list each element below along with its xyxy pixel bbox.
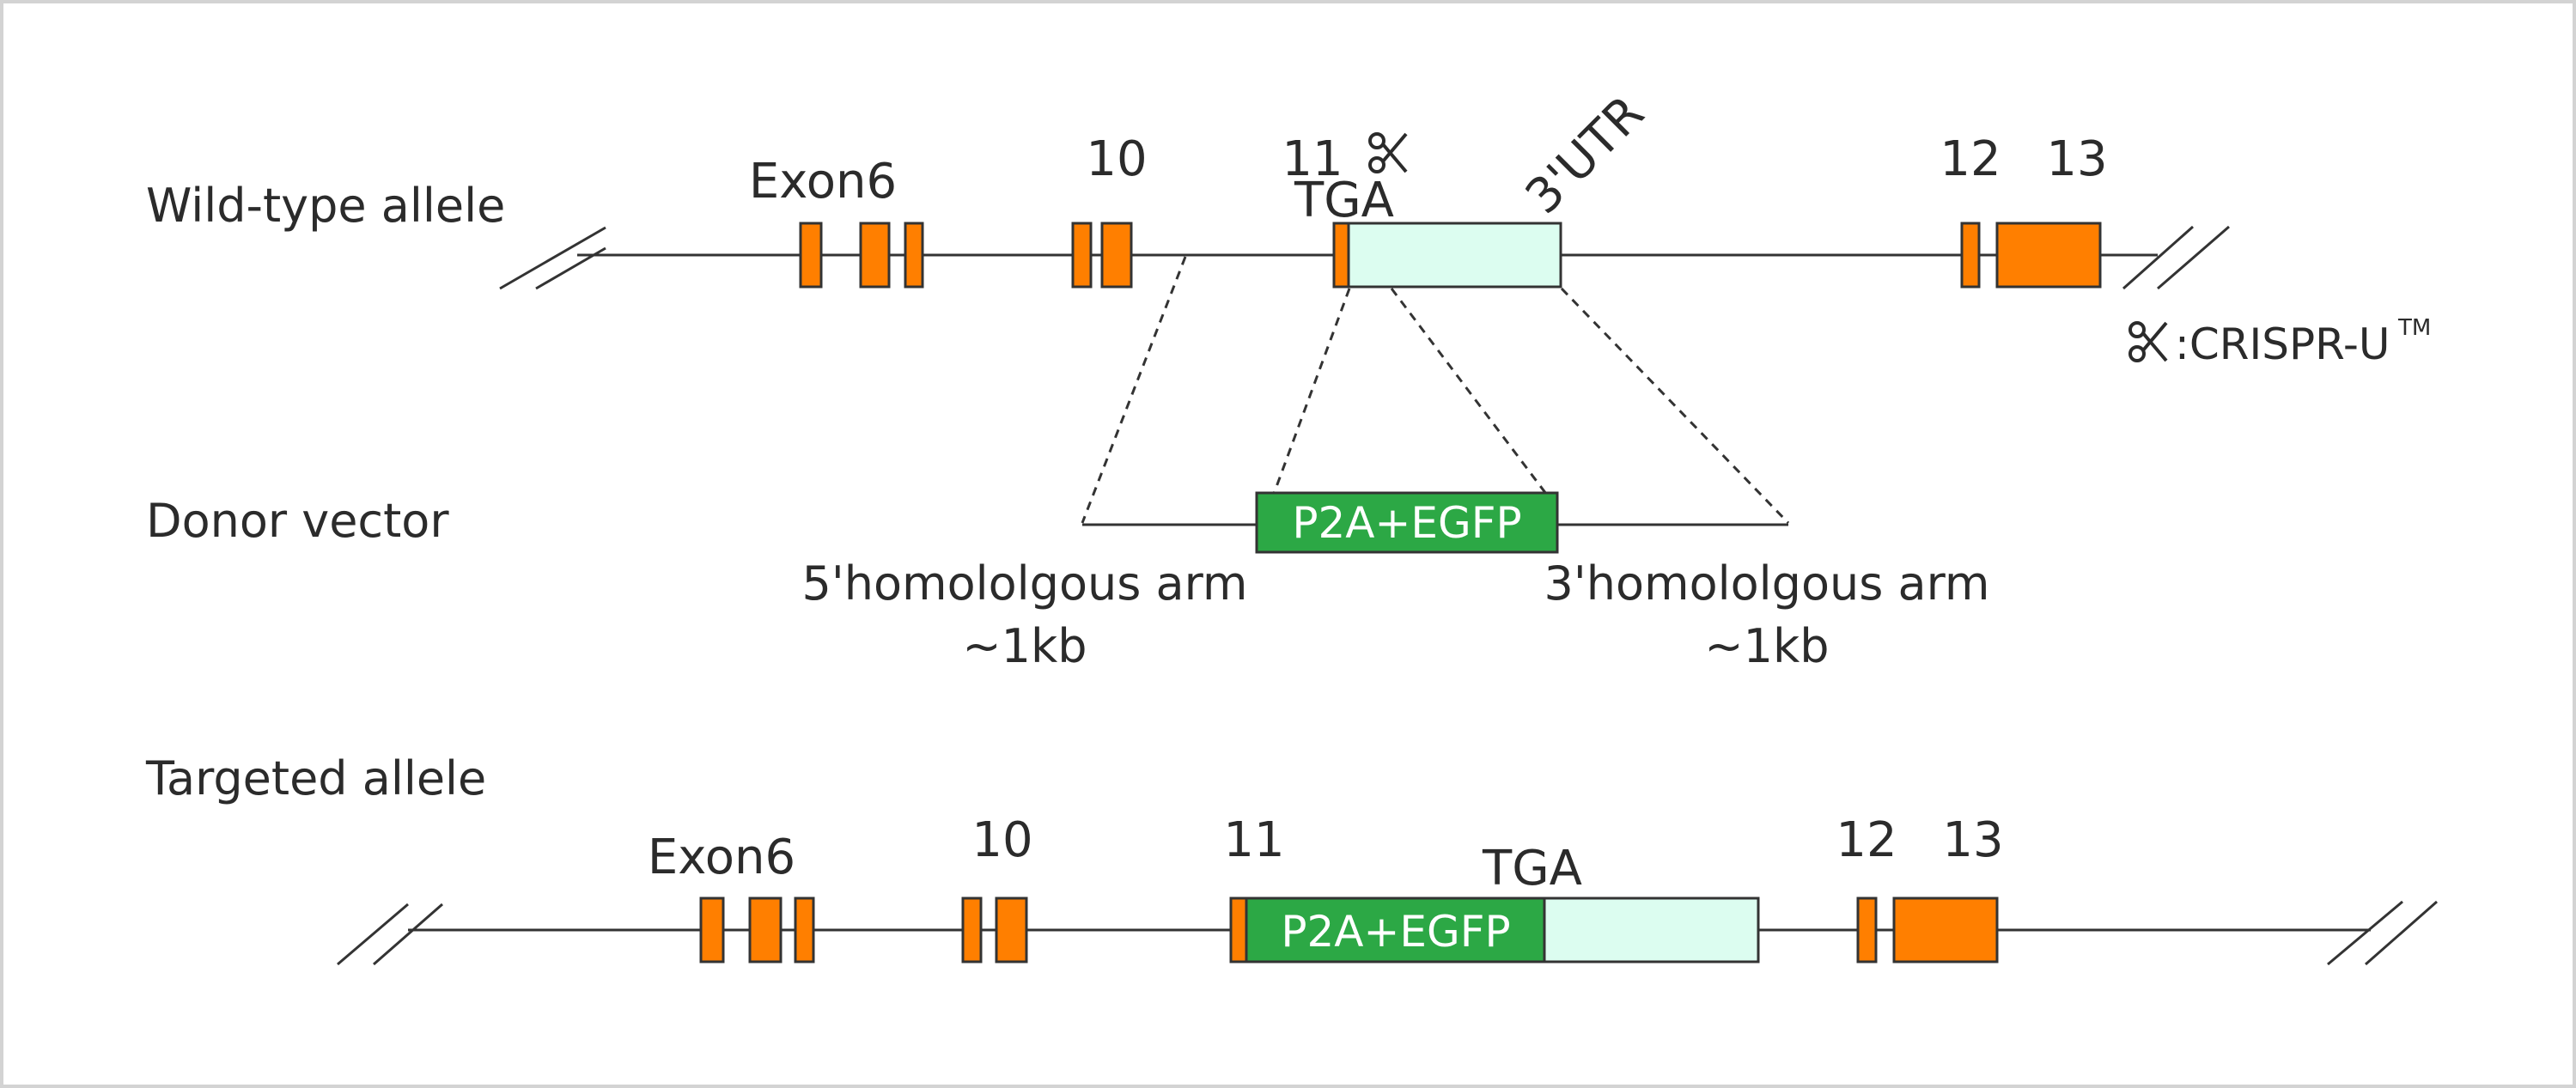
exon-12 [1960, 222, 1981, 289]
three-prime-arm-label: 3'homololgous arm [1544, 556, 1990, 611]
wildtype-allele-title: Wild-type allele [146, 179, 505, 233]
exon13-label: 13 [1942, 812, 2003, 868]
stop-codon-label: TGA [1294, 173, 1394, 228]
donor-vector-title: Donor vector [146, 494, 449, 548]
three-prime-arm-size: ~1kb [1704, 619, 1829, 673]
wildtype-allele: Exon6 10 11 TGA 3'UTR 12 13 [499, 85, 2230, 290]
exon12-label: 12 [1836, 812, 1897, 868]
exon-13 [1892, 897, 1999, 963]
exon6-label: Exon6 [749, 154, 897, 210]
exon-8 [794, 897, 815, 963]
exon-7 [748, 897, 783, 963]
guide-5arm-inner [1272, 288, 1351, 495]
scissors-icon [2128, 321, 2168, 362]
targeted-insert [1245, 897, 1546, 963]
legend-trademark: TM [2397, 315, 2431, 341]
break-mark-right [2365, 900, 2438, 966]
exon-10 [995, 897, 1028, 963]
targeted-allele-title: Targeted allele [145, 751, 486, 805]
five-prime-arm-size: ~1kb [962, 619, 1087, 673]
targeted-allele: P2A+EGFP Exon6 10 11 TGA 12 13 [337, 812, 2438, 966]
exon10-label: 10 [971, 812, 1032, 868]
exon-13 [1995, 222, 2102, 289]
guide-5arm-outer [1081, 256, 1187, 524]
exon-10 [1100, 222, 1133, 289]
exon11-label: 11 [1223, 812, 1284, 868]
utr-label: 3'UTR [1515, 85, 1655, 225]
utr-3prime [1347, 222, 1562, 289]
stop-codon-label: TGA [1482, 841, 1582, 897]
five-prime-arm-label: 5'homololgous arm [802, 556, 1248, 611]
utr-3prime [1543, 897, 1760, 963]
exon12-label: 12 [1940, 131, 2001, 187]
exon6-label: Exon6 [648, 830, 795, 885]
exon-6 [799, 222, 823, 289]
targeted-insert-label: P2A+EGFP [1281, 907, 1510, 957]
exon-11 [1332, 222, 1350, 289]
donor-vector: P2A+EGFP 5'homololgous arm ~1kb 3'homolo… [802, 491, 1990, 673]
exon-7 [859, 222, 891, 289]
break-mark-right [2327, 900, 2403, 966]
exon13-label: 13 [2046, 131, 2107, 187]
break-mark-left [499, 226, 606, 290]
donor-insert [1255, 491, 1559, 554]
break-mark-left [373, 903, 443, 966]
exon-9 [961, 897, 983, 963]
break-mark-right [2122, 225, 2194, 290]
guide-3arm-outer [1560, 287, 1790, 525]
guide-3arm-inner [1390, 288, 1548, 495]
break-mark-left [337, 903, 409, 966]
exon-9 [1071, 222, 1093, 289]
exon10-label: 10 [1086, 131, 1147, 187]
legend-text: :CRISPR-U [2175, 319, 2390, 369]
exon-6 [699, 897, 725, 963]
break-mark-right [2157, 225, 2230, 290]
homology-guides [1081, 256, 1790, 525]
legend: :CRISPR-U TM [2128, 315, 2431, 369]
exon-11 [1229, 897, 1248, 963]
exon-8 [904, 222, 924, 289]
donor-insert-label: P2A+EGFP [1292, 498, 1521, 548]
scissors-icon [1368, 132, 1408, 173]
exon11-label: 11 [1282, 131, 1343, 187]
exon-12 [1856, 897, 1878, 963]
